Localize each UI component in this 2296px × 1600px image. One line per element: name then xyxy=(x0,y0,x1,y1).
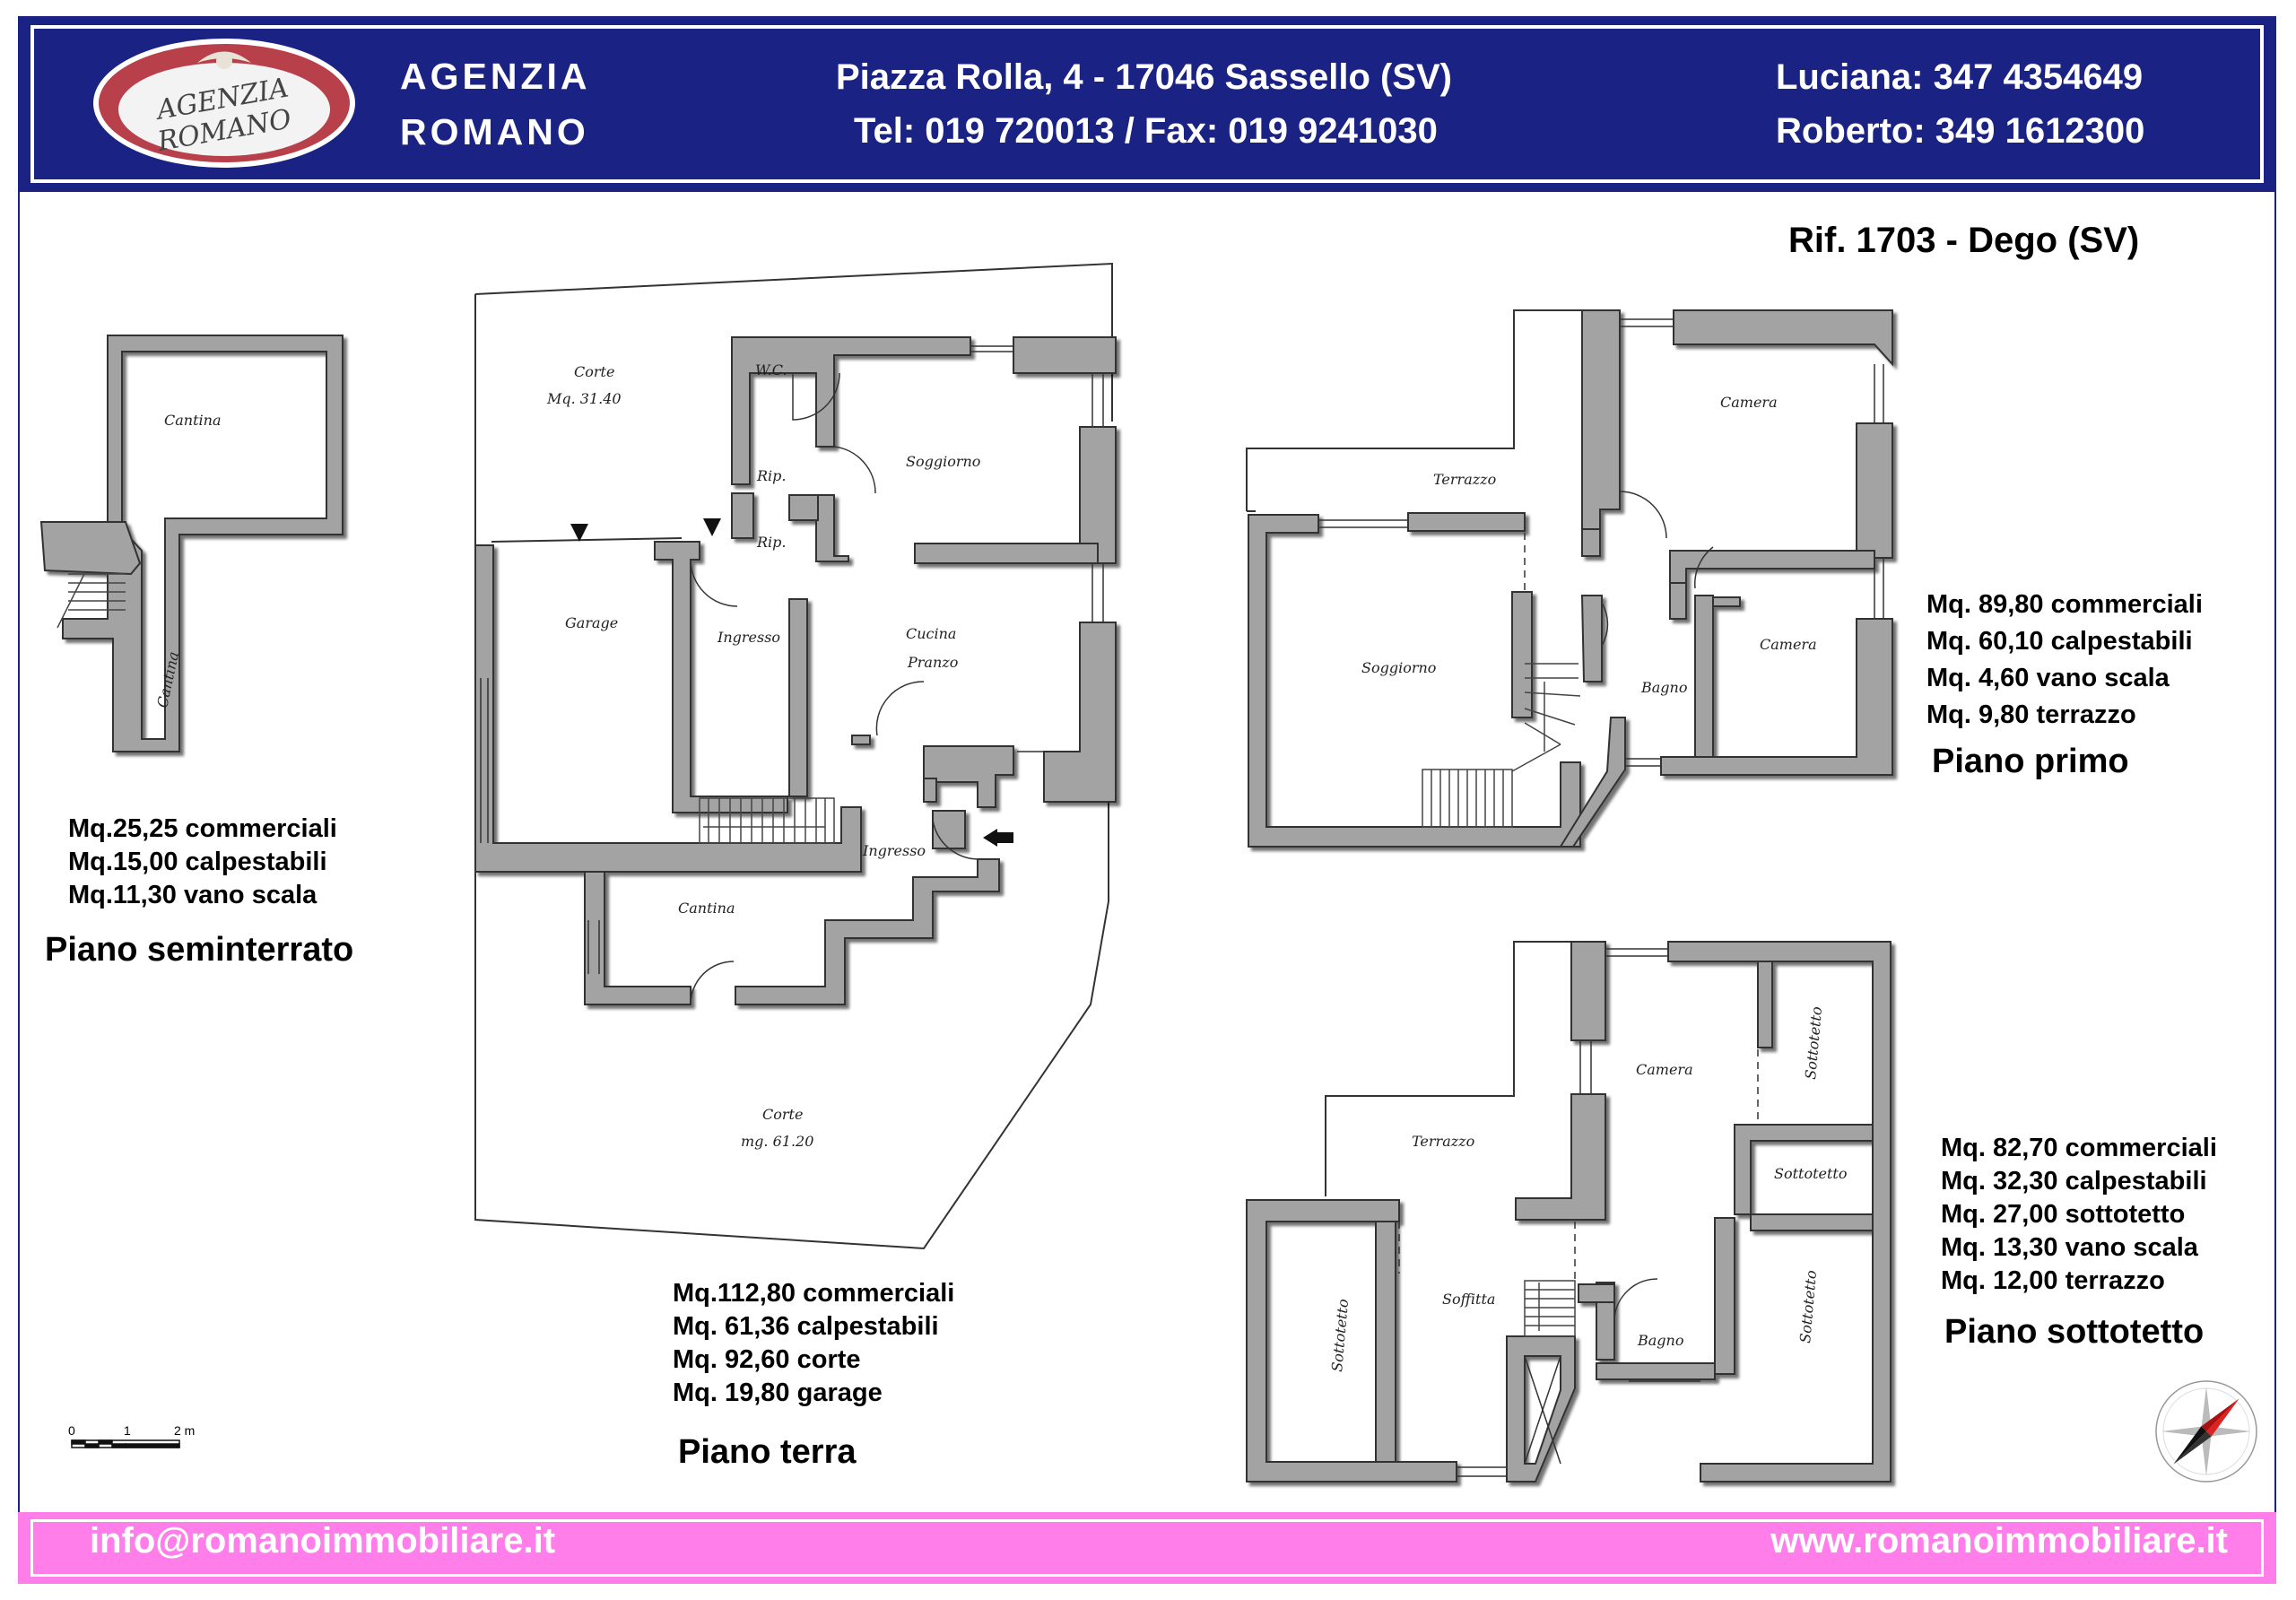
plan-primo-walls xyxy=(1248,309,1893,848)
website-link[interactable]: www.romanoimmobiliare.it xyxy=(1770,1521,2228,1561)
stat-line: Mq. 61,36 calpestabili xyxy=(673,1312,939,1341)
stat-line: Mq. 12,00 terrazzo xyxy=(1941,1266,2165,1295)
contact-roberto: Roberto: 349 1612300 xyxy=(1776,111,2145,151)
room-label: Ingresso xyxy=(862,842,926,859)
room-label: W.C. xyxy=(755,361,787,378)
agency-name-line1: AGENZIA xyxy=(400,56,591,97)
stat-line: Mq. 89,80 commerciali xyxy=(1926,590,2203,619)
room-label: Sottotetto xyxy=(1802,1006,1825,1081)
scale-bar xyxy=(71,1439,180,1448)
stairs-primo xyxy=(1422,663,1581,828)
contact-luciana: Luciana: 347 4354649 xyxy=(1776,57,2144,97)
stats-terra: Mq.112,80 commerciali Mq. 61,36 calpesta… xyxy=(673,1277,954,1410)
footer-border xyxy=(30,1519,2264,1577)
room-label: Camera xyxy=(1760,636,1817,653)
stairs-sottotetto xyxy=(1524,1280,1576,1337)
room-label: Soffitta xyxy=(1442,1291,1495,1308)
scale-label-0: 0 xyxy=(68,1423,75,1438)
room-label: Terrazzo xyxy=(1412,1133,1474,1150)
agency-logo: AGENZIA ROMANO xyxy=(93,39,355,168)
stat-line: Mq.25,25 commerciali xyxy=(68,814,337,843)
stairs-seminterrato xyxy=(57,573,126,629)
scale-label-2: 2 m xyxy=(174,1423,195,1438)
room-label: Rip. xyxy=(756,534,787,551)
plan-sottotetto-walls xyxy=(1246,941,1892,1483)
room-label: Camera xyxy=(1636,1061,1693,1078)
room-label: Corte xyxy=(762,1106,803,1123)
stat-line: Mq. 60,10 calpestabili xyxy=(1926,627,2193,656)
doors-sottotetto xyxy=(1398,948,1759,1477)
agency-name-line2: ROMANO xyxy=(400,111,589,152)
room-label: Soggiorno xyxy=(1361,659,1436,676)
stat-line: Mq. 19,80 garage xyxy=(673,1378,883,1407)
plan-primo-outline xyxy=(1246,309,1582,512)
stat-line: Mq. 4,60 vano scala xyxy=(1926,664,2170,692)
title-primo: Piano primo xyxy=(1932,743,2129,780)
room-label: Sottotetto xyxy=(1774,1165,1847,1182)
scale-label-1: 1 xyxy=(124,1423,131,1438)
header-banner: AGENZIA ROMANO AGENZIA ROMANO Piazza Rol… xyxy=(18,16,2276,192)
room-label: Bagno xyxy=(1640,679,1687,696)
stat-line: Mq. 27,00 sottotetto xyxy=(1941,1200,2186,1229)
header-border xyxy=(30,25,2264,183)
plan-seminterrato xyxy=(39,335,344,752)
room-label: Camera xyxy=(1720,394,1778,411)
plan-sottotetto-outline xyxy=(1325,941,1582,1196)
reference-label: Rif. 1703 - Dego (SV) xyxy=(1788,221,2140,260)
doors-primo xyxy=(1318,318,1884,767)
stat-line: Mq.11,30 vano scala xyxy=(68,881,317,909)
compass-icon xyxy=(2155,1380,2257,1483)
room-label: Soggiorno xyxy=(906,453,980,470)
title-terra: Piano terra xyxy=(678,1433,857,1471)
room-label: Cucina xyxy=(906,625,956,642)
stat-line: Mq. 9,80 terrazzo xyxy=(1926,700,2136,729)
room-label: Corte xyxy=(574,363,614,380)
stat-line: Mq.15,00 calpestabili xyxy=(68,848,327,876)
room-label: Terrazzo xyxy=(1433,471,1496,488)
stat-line: Mq. 92,60 corte xyxy=(673,1345,861,1374)
room-label: Rip. xyxy=(756,467,787,484)
agency-phone-fax: Tel: 019 720013 / Fax: 019 9241030 xyxy=(854,111,1438,151)
email-link[interactable]: info@romanoimmobiliare.it xyxy=(90,1521,556,1561)
stat-line: Mq.112,80 commerciali xyxy=(673,1279,955,1308)
stairs-terra xyxy=(699,797,835,844)
entry-arrows xyxy=(570,518,1013,847)
footer-banner: info@romanoimmobiliare.it www.romanoimmo… xyxy=(18,1512,2276,1584)
room-label: mg. 61.20 xyxy=(741,1133,813,1150)
room-label: Garage xyxy=(565,614,618,631)
room-label: Cantina xyxy=(678,900,735,917)
room-label: Sottotetto xyxy=(1328,1299,1352,1373)
stats-primo: Mq. 89,80 commerciali Mq. 60,10 calpesta… xyxy=(1926,587,2203,734)
title-seminterrato: Piano seminterrato xyxy=(45,931,354,969)
room-label: Bagno xyxy=(1637,1332,1683,1349)
stats-seminterrato: Mq.25,25 commerciali Mq.15,00 calpestabi… xyxy=(68,813,337,912)
content-frame xyxy=(18,192,2276,1512)
stat-line: Mq. 82,70 commerciali xyxy=(1941,1134,2217,1162)
room-label: Ingresso xyxy=(717,629,780,646)
stats-sottotetto: Mq. 82,70 commerciali Mq. 32,30 calpesta… xyxy=(1941,1132,2217,1298)
room-label: Mq. 31.40 xyxy=(546,390,622,407)
room-label: Pranzo xyxy=(907,654,958,671)
doors-terra xyxy=(480,345,1104,1005)
room-label: Cantina xyxy=(164,412,221,429)
title-sottotetto: Piano sottotetto xyxy=(1944,1313,2205,1351)
room-label: Sottotetto xyxy=(1796,1270,1820,1344)
stat-line: Mq. 13,30 vano scala xyxy=(1941,1233,2198,1262)
stat-line: Mq. 32,30 calpestabili xyxy=(1941,1167,2207,1196)
agency-address: Piazza Rolla, 4 - 17046 Sassello (SV) xyxy=(836,57,1452,97)
plan-terra-walls xyxy=(474,336,1117,1005)
